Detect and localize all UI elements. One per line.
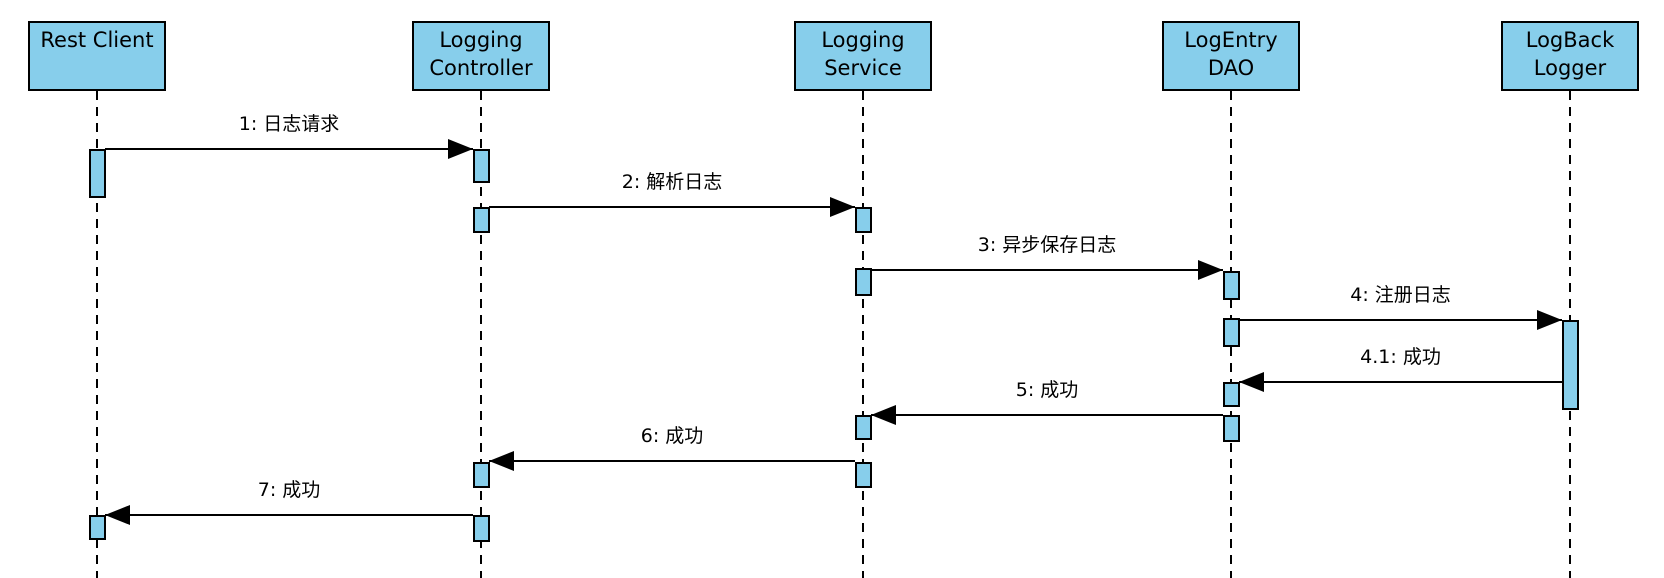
message-3-arrow xyxy=(871,269,1223,271)
message-4-arrow xyxy=(1239,319,1562,321)
activation-bar-logentry-dao-11 xyxy=(1222,318,1240,347)
participant-logging-service: Logging Service xyxy=(794,21,932,91)
participant-logentry-dao: LogEntry DAO xyxy=(1162,21,1300,91)
message-1-arrow xyxy=(105,148,473,150)
activation-bar-logging-controller-3 xyxy=(472,207,490,233)
message-5-label: 5: 成功 xyxy=(1015,379,1079,401)
activation-bar-logging-service-7 xyxy=(854,268,872,296)
lifeline-logging-controller xyxy=(480,91,482,578)
activation-bar-logentry-dao-10 xyxy=(1222,271,1240,300)
participant-logging-controller: Logging Controller xyxy=(412,21,550,91)
message-7-arrowhead-icon xyxy=(105,505,130,525)
activation-bar-logentry-dao-13 xyxy=(1222,415,1240,442)
activation-bar-logging-service-9 xyxy=(854,462,872,488)
activation-bar-rest-client-0 xyxy=(88,149,106,198)
lifeline-rest-client xyxy=(96,91,98,578)
message-4-label: 4: 注册日志 xyxy=(1350,284,1451,306)
activation-bar-logging-controller-2 xyxy=(472,149,490,183)
message-6-arrow xyxy=(489,460,855,462)
participant-rest-client: Rest Client xyxy=(28,21,166,91)
message-5-arrow xyxy=(871,414,1223,416)
message-4.1-arrowhead-icon xyxy=(1239,372,1264,392)
message-3-arrowhead-icon xyxy=(1198,260,1223,280)
activation-bar-logback-logger-14 xyxy=(1561,320,1579,410)
message-2-arrowhead-icon xyxy=(830,197,855,217)
participant-logback-logger: LogBack Logger xyxy=(1501,21,1639,91)
message-5-arrowhead-icon xyxy=(871,405,896,425)
activation-bar-logging-service-8 xyxy=(854,415,872,440)
message-7-label: 7: 成功 xyxy=(257,479,321,501)
message-1-label: 1: 日志请求 xyxy=(238,113,340,135)
message-6-arrowhead-icon xyxy=(489,451,514,471)
message-4.1-label: 4.1: 成功 xyxy=(1360,346,1441,368)
message-6-label: 6: 成功 xyxy=(640,425,704,447)
message-7-arrow xyxy=(105,514,473,516)
message-4-arrowhead-icon xyxy=(1537,310,1562,330)
activation-bar-logentry-dao-12 xyxy=(1222,382,1240,407)
message-4.1-arrow xyxy=(1239,381,1562,383)
message-2-label: 2: 解析日志 xyxy=(621,171,723,193)
activation-bar-logging-service-6 xyxy=(854,207,872,233)
message-1-arrowhead-icon xyxy=(448,139,473,159)
lifeline-logging-service xyxy=(862,91,864,578)
message-2-arrow xyxy=(489,206,855,208)
activation-bar-logging-controller-4 xyxy=(472,462,490,488)
activation-bar-logging-controller-5 xyxy=(472,515,490,542)
activation-bar-rest-client-1 xyxy=(88,515,106,540)
message-3-label: 3: 异步保存日志 xyxy=(977,234,1117,256)
